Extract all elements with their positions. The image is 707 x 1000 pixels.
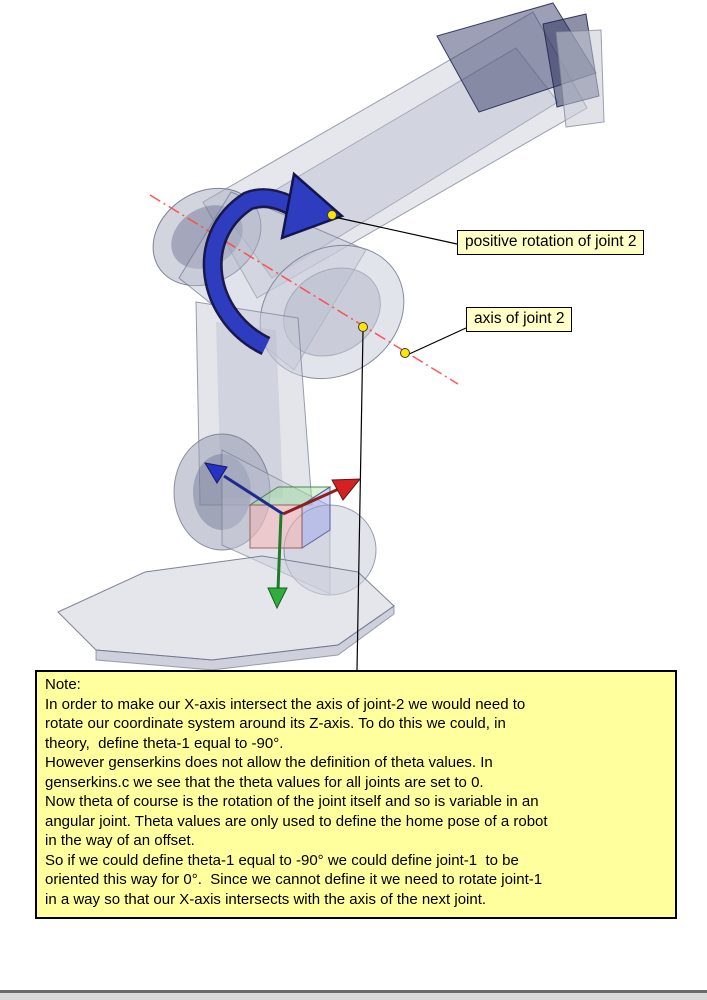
z-axis-head <box>204 462 228 484</box>
callout-positive-rotation: positive rotation of joint 2 <box>457 230 645 255</box>
callout-axis-label: axis of joint 2 <box>474 310 565 327</box>
page-bottom-strip <box>0 993 707 1000</box>
y-axis-line <box>276 513 283 591</box>
page-bottom-rule <box>0 990 707 993</box>
note-text: Note: In order to make our X-axis inters… <box>45 676 548 908</box>
cube-front-face <box>249 504 303 549</box>
joint2-axis-line <box>149 194 459 385</box>
x-axis-arrow <box>282 478 362 516</box>
callout-axis-of-joint2: axis of joint 2 <box>466 307 573 332</box>
origin-cube <box>248 486 332 549</box>
end-effector-cover <box>555 29 605 128</box>
robot-end-effector <box>436 2 605 128</box>
leader-line-positive-rotation <box>333 216 458 245</box>
robot-base <box>57 555 395 671</box>
coordinate-frame <box>204 462 362 610</box>
rotation-arrow-icon <box>202 171 345 355</box>
robot-arm-render <box>57 2 605 671</box>
callout-positive-rotation-label: positive rotation of joint 2 <box>465 233 637 250</box>
x-axis-head <box>331 478 362 501</box>
z-axis-arrow <box>204 462 284 516</box>
x-axis-line <box>282 486 342 516</box>
marker-dot-axis-1 <box>358 322 368 332</box>
base-plate-edge <box>95 605 395 671</box>
leader-line-axis <box>406 327 467 356</box>
rotation-arrow-head <box>280 171 345 240</box>
marker-dot-axis-2 <box>400 348 410 358</box>
leader-line-to-note <box>356 330 364 671</box>
z-axis-line <box>223 474 284 516</box>
note-box: Note: In order to make our X-axis inters… <box>35 670 677 919</box>
y-axis-head <box>267 587 288 610</box>
y-axis-arrow <box>267 513 288 610</box>
marker-dot-rotation <box>327 210 337 220</box>
rotation-arrow-body <box>205 190 297 353</box>
